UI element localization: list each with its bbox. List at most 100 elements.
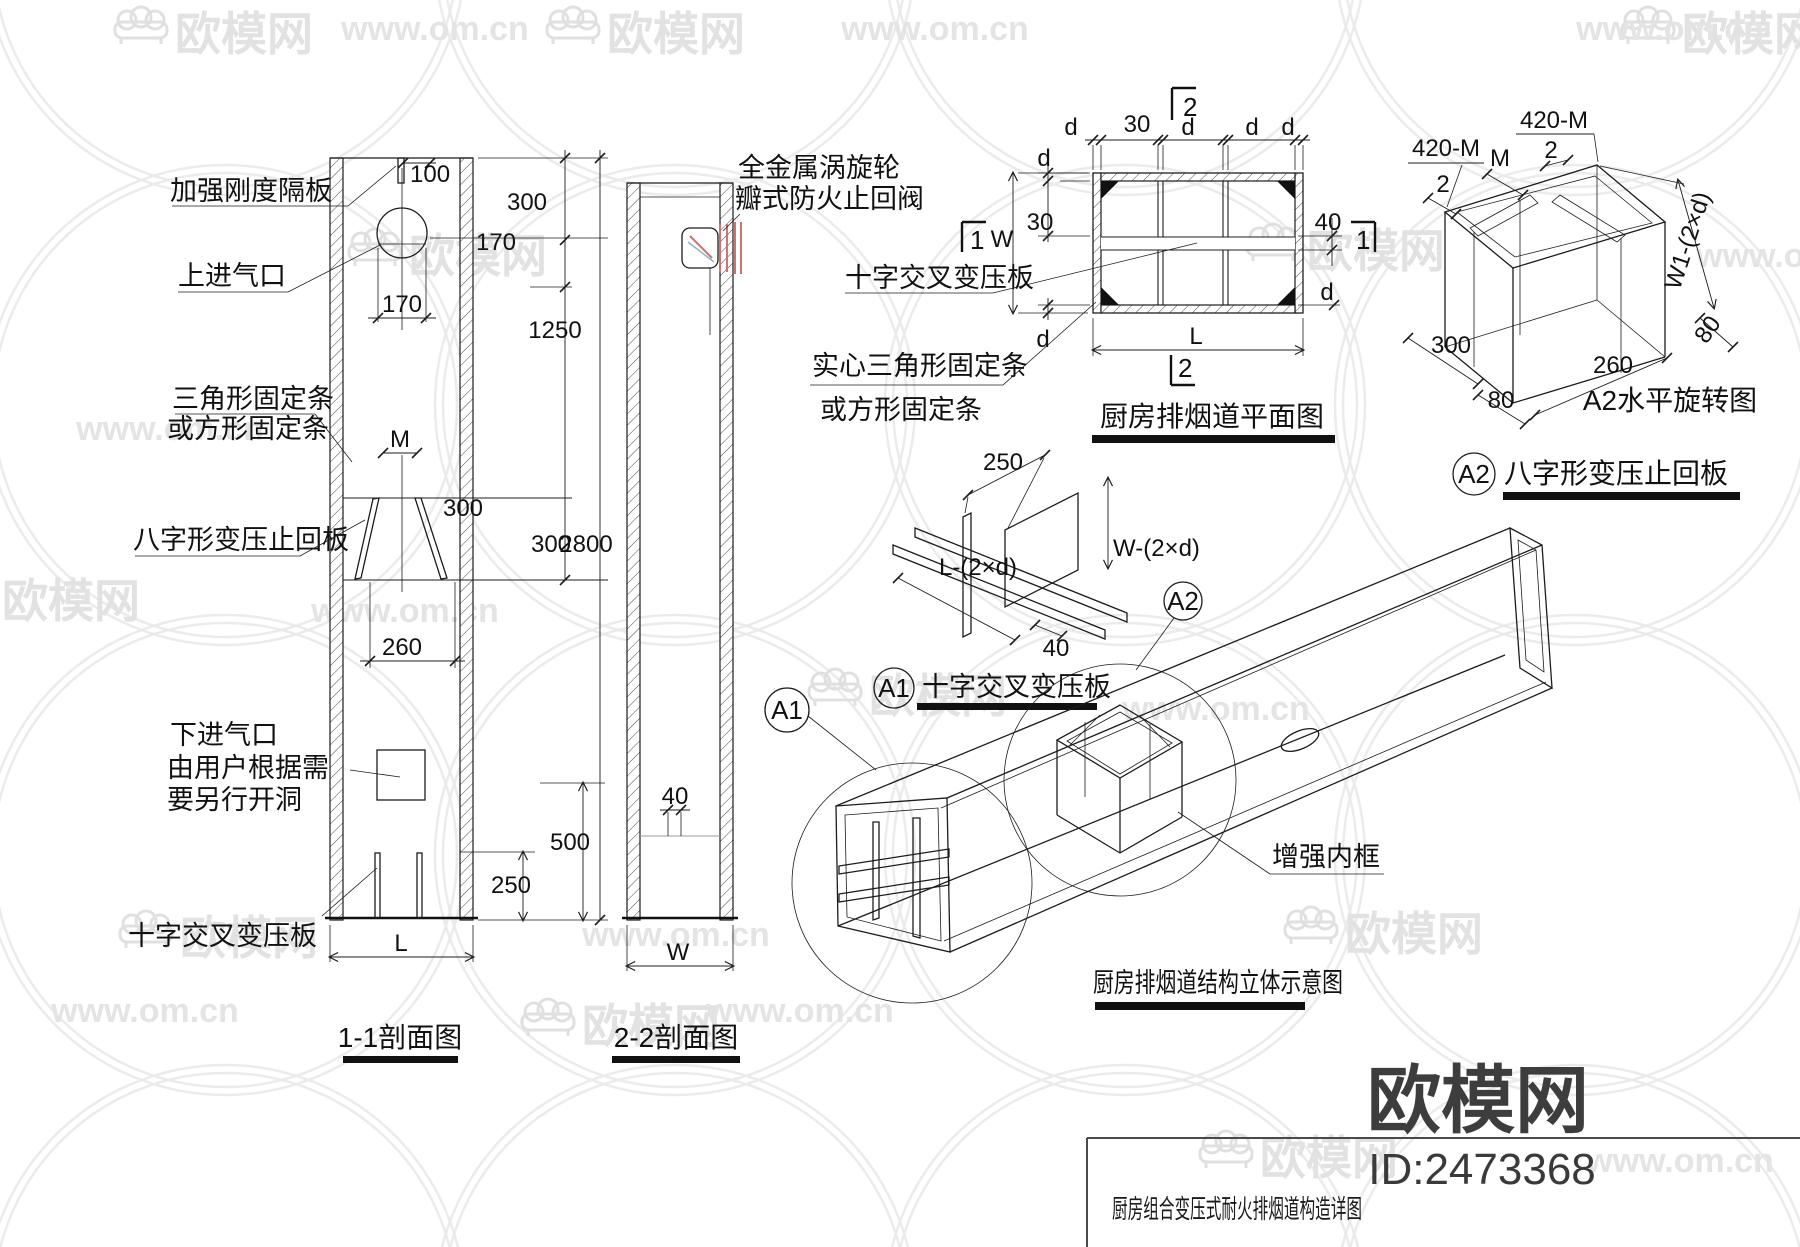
section-1-1-view: 100 300 170 1250 300 300 2800 170 M	[128, 150, 613, 1063]
section-1-1-dimensions: 100 300 170 1250 300 300 2800 170 M	[327, 150, 613, 963]
dim-250: 250	[983, 449, 1023, 476]
watermark-brand: 欧模网	[2, 575, 140, 627]
iso-title-underline	[1095, 1002, 1305, 1010]
dim-l: L	[394, 930, 407, 957]
stiffener-plate	[397, 157, 405, 184]
dim-m: M	[1490, 145, 1510, 172]
sheet-id: ID:2473368	[1368, 1145, 1596, 1194]
dim-80-rotated: 80	[1689, 311, 1726, 348]
a1-horizontal-bar	[892, 544, 1106, 640]
iso-frame-label: 增强内框	[1272, 842, 1380, 872]
corner-fix-strip	[1277, 181, 1295, 199]
watermark-brand: 欧模网	[1345, 908, 1483, 960]
iso-callout-a1: A1	[771, 695, 803, 725]
section-2-2-view: 40 W 全金属涡旋轮 瓣式防火止回阀 2-2剖面图	[612, 153, 924, 1063]
plan-view: d 30 d d d d 30 W d	[810, 86, 1377, 443]
dim-40: 40	[1043, 635, 1070, 662]
a2-frame-wireframe	[1443, 164, 1667, 404]
plan-outer-wall	[1092, 172, 1304, 314]
dim-top-d4: d	[1281, 114, 1294, 141]
plan-title: 厨房排烟道平面图	[1100, 401, 1324, 432]
dim-300-overlap: 300	[531, 531, 571, 558]
label-plan-cross-plate: 十字交叉变压板	[845, 263, 1034, 293]
section-1-1-title: 1-1剖面图	[338, 1022, 462, 1053]
watermark-url: www.om.cn	[50, 992, 239, 1030]
dim-bottom-l: L	[1189, 323, 1202, 350]
dim-300-splay: 300	[443, 495, 483, 522]
detail-a2-rotation-title: A2水平旋转图	[1583, 385, 1757, 416]
watermark-url: www.om.cn	[1575, 10, 1764, 48]
fire-check-valve	[681, 222, 742, 335]
label-valve-2: 瓣式防火止回阀	[735, 184, 924, 214]
watermark-url: www.om.cn	[75, 410, 264, 448]
label-splay-plate: 八字形变压止回板	[133, 525, 349, 555]
watermark-url: www.om.cn	[340, 10, 529, 48]
corner-fix-strip	[1277, 287, 1295, 305]
dim-80: 80	[1488, 387, 1515, 414]
label-fix-strip-2: 或方形固定条	[167, 414, 329, 444]
dim-420m-top: 420-M	[1520, 107, 1588, 134]
watermark-url: www.om.cn	[1121, 690, 1310, 728]
dim-left-w: W	[991, 226, 1014, 253]
watermark-url: www.om.cn	[705, 992, 894, 1030]
section-2-2-labels: 全金属涡旋轮 瓣式防火止回阀	[722, 153, 924, 232]
iso-callout-a2: A2	[1167, 586, 1199, 616]
label-fix-strip-1: 三角形固定条	[172, 384, 334, 414]
dim-170-vert: 170	[476, 229, 516, 256]
cross-plate-bar	[374, 852, 381, 919]
iso-callout-circle-a2	[1163, 581, 1203, 621]
plan-section-markers: 2 2 1 1	[960, 86, 1377, 387]
iso-inner-frame	[1055, 704, 1184, 854]
cross-plate-bar	[416, 852, 423, 919]
corner-fix-strip	[1101, 287, 1119, 305]
dim-420m-left: 420-M	[1412, 135, 1480, 162]
label-upper-inlet: 上进气口	[178, 261, 286, 291]
detail-a1-title-underline	[917, 703, 1097, 710]
label-solid-strip-1: 实心三角形固定条	[812, 351, 1028, 381]
detail-a2-plate-title: 八字形变压止回板	[1504, 458, 1728, 489]
section-1-1-labels: 加强刚度隔板 上进气口 三角形固定条 或方形固定条 八字形变压止回板 下进气口 …	[128, 165, 401, 951]
dim-500: 500	[550, 829, 590, 856]
section-marker-2-top: 2	[1183, 92, 1197, 122]
detail-a1-title: 十字交叉变压板	[922, 672, 1111, 702]
a2-title-callout-circle	[1452, 452, 1496, 496]
dim-top-d2: d	[1181, 114, 1194, 141]
a1-title-callout-circle	[873, 667, 915, 709]
lower-inlet-hole	[376, 749, 426, 801]
site-logo: 欧模网	[1367, 1059, 1589, 1142]
section-2-2-title-underline	[612, 1056, 740, 1063]
section-1-1-title-underline	[343, 1056, 458, 1063]
dim-right-d: d	[1320, 279, 1333, 306]
dim-260: 260	[382, 634, 422, 661]
iso-detail-circle-a1	[791, 762, 1033, 1004]
watermark-brand: 欧模网	[1682, 8, 1800, 60]
duct-right-wall	[459, 157, 474, 921]
a1-vertical-plate-front	[962, 511, 972, 639]
label-lower-inlet-1: 下进气口	[170, 720, 278, 750]
watermark-url: www.om.cn	[840, 10, 1029, 48]
a1-horizontal-bar	[914, 527, 1128, 623]
detail-a2-dimensions: 420-M 2 420-M M 2 W1-(2×d) 80 300 260	[1402, 107, 1739, 430]
a1-title-callout: A1	[878, 673, 910, 703]
dim-300-top: 300	[507, 189, 547, 216]
plan-dimensions: d 30 d d d d 30 W d	[991, 111, 1342, 356]
watermark-brand: 欧模网	[1260, 1132, 1398, 1184]
label-valve-1: 全金属涡旋轮	[738, 153, 900, 183]
iso-callout-circle-a1	[764, 687, 810, 733]
dim-left-30: 30	[1027, 209, 1054, 236]
watermark-brand: 欧模网	[409, 230, 547, 282]
section-marker-1-right: 1	[1356, 225, 1370, 255]
iso-detail-circle-a2	[1003, 663, 1237, 897]
detail-a1: 250 L-(2×d) W-(2×d) 40 A1 十字交叉变压板	[873, 449, 1200, 710]
corner-fix-strip	[1101, 181, 1119, 199]
watermark-logos: 欧模网 欧模网 欧模网 欧模网 欧模网 欧模网 欧模网 欧模网 欧模网 欧模网 …	[2, 5, 1800, 1184]
drawing-title: 厨房组合变压式耐火排烟道构造详图	[1112, 1194, 1362, 1224]
dim-250: 250	[491, 872, 531, 899]
dim-2800: 2800	[559, 531, 612, 558]
watermark-brand: 欧模网	[607, 8, 745, 60]
title-block: 欧模网 ID:2473368 厨房组合变压式耐火排烟道构造详图	[1086, 1059, 1800, 1247]
watermark-brand: 欧模网	[582, 1000, 720, 1052]
dim-l-2d: L-(2×d)	[939, 554, 1017, 581]
label-cross-plate: 十字交叉变压板	[128, 921, 317, 951]
iso-inlet-hole	[1280, 727, 1320, 753]
